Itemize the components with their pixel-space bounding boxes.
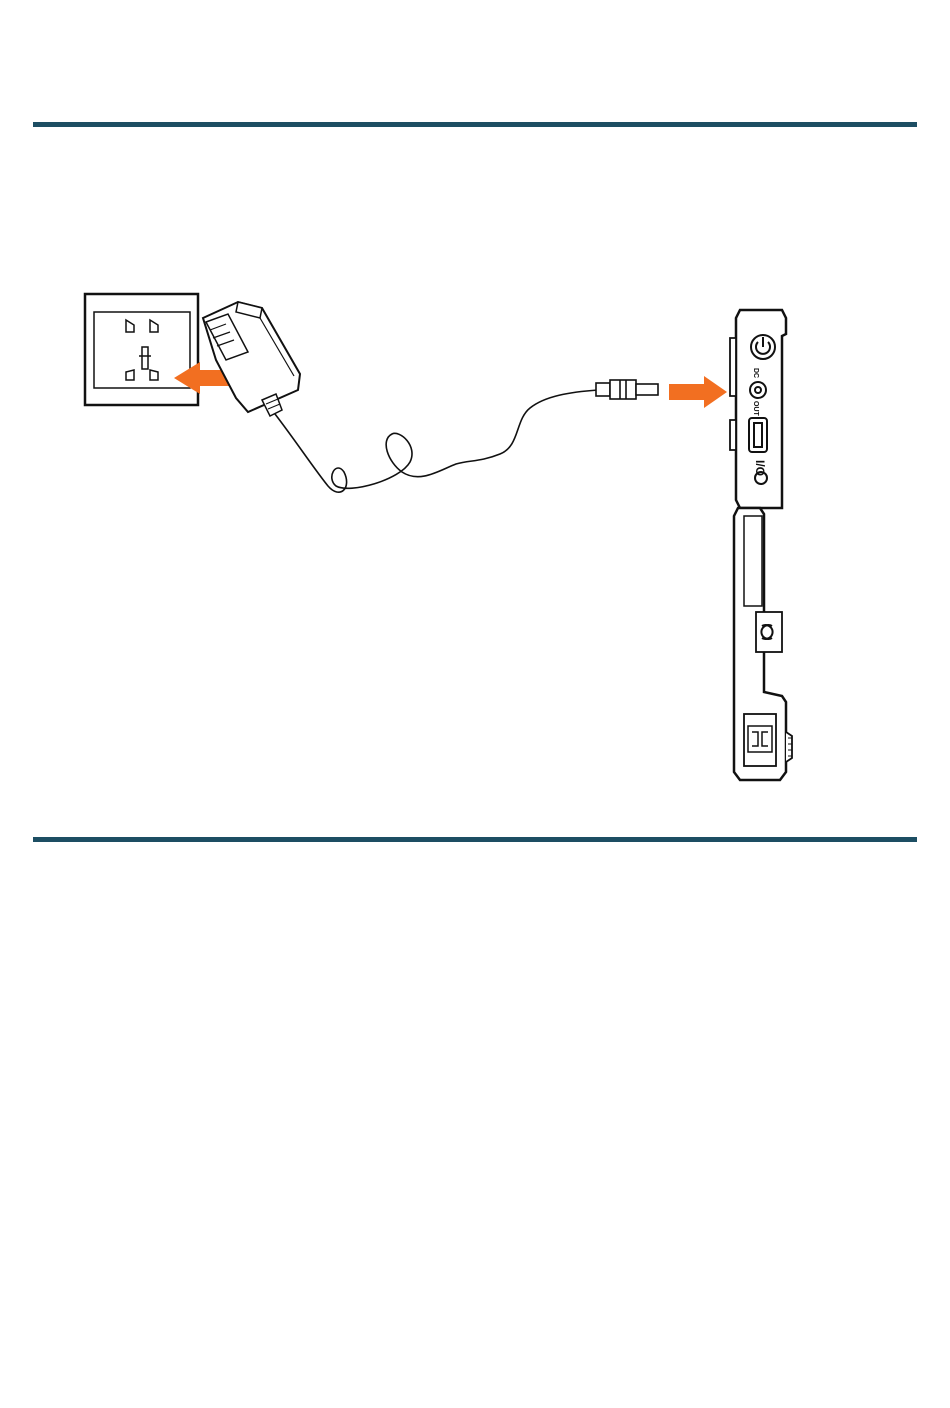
hdmi-port [749,418,767,452]
out-label: OUT [752,401,759,417]
arrow-right-icon [669,376,727,408]
io-label: I/O [753,460,767,476]
dc-jack [750,382,766,398]
cable [275,390,598,492]
device-side-view [730,310,792,780]
dc-plug [596,380,658,399]
wall-socket [85,294,198,405]
dc-label: DC [752,368,759,378]
power-adapter [203,302,300,416]
power-button-icon [751,335,775,359]
